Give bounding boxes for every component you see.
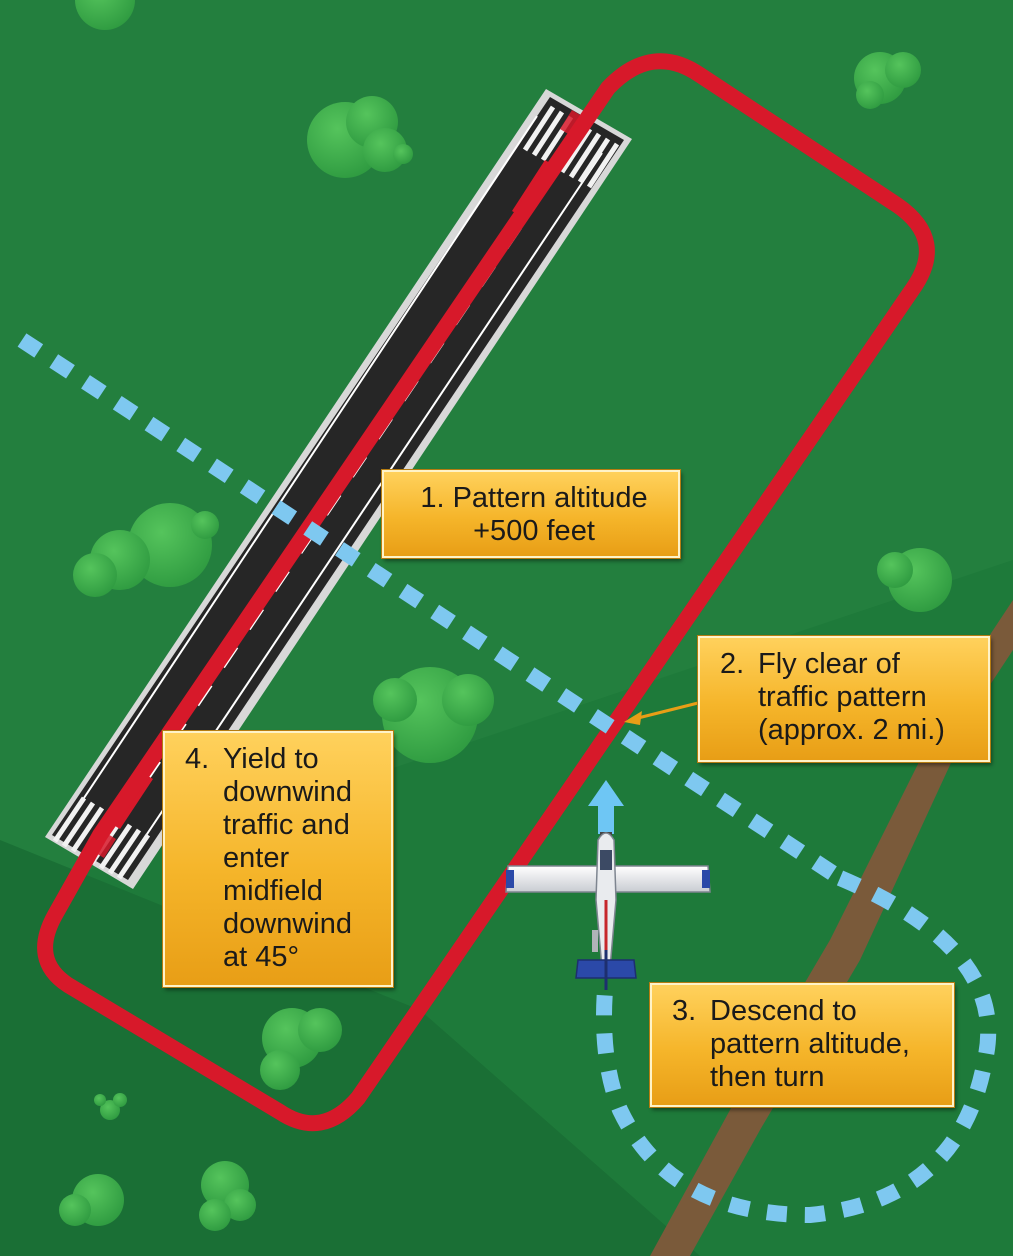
- callout-step-4-number: 4.: [185, 743, 210, 775]
- callout-step-4-line-4: enter: [223, 842, 290, 874]
- callout-step-4-line-3: traffic and: [223, 809, 350, 841]
- tree: [260, 1008, 342, 1090]
- runway-edge-left: [67, 115, 538, 823]
- traffic-pattern-path: [37, 53, 935, 1132]
- tree: [94, 1093, 127, 1120]
- approach-path: [17, 333, 997, 1224]
- tree: [75, 0, 135, 30]
- callout-step-2-line-2: traffic pattern: [758, 681, 927, 713]
- tree: [307, 96, 413, 178]
- callout-step-4-line-2: downwind: [223, 776, 352, 808]
- callout-step-3-line-2: pattern altitude,: [710, 1028, 910, 1060]
- callout-step-4: 4. Yield to downwind traffic and enter m…: [163, 731, 393, 987]
- tree: [73, 503, 219, 597]
- callout-step-2: 2. Fly clear of traffic pattern (approx.…: [698, 636, 990, 762]
- callout-step-1-line-2: +500 feet: [473, 515, 595, 547]
- tree: [199, 1161, 256, 1231]
- high-wing-airplane-icon: [505, 832, 711, 990]
- callout-step-1-number: 1.: [420, 482, 445, 514]
- callout-step-4-line-1: Yield to: [223, 743, 319, 775]
- callout-step-3-number: 3.: [672, 995, 697, 1027]
- tree: [59, 1174, 124, 1226]
- tree: [877, 548, 952, 612]
- arrow-up-icon: [588, 780, 624, 834]
- callout-step-4-line-7: at 45°: [223, 941, 300, 973]
- callout-step-2-line-1: Fly clear of: [758, 648, 900, 680]
- callout-step-3-line-3: then turn: [710, 1061, 825, 1093]
- callout-step-4-line-6: downwind: [223, 908, 352, 940]
- callout-step-3: 3. Descend to pattern altitude, then tur…: [650, 983, 954, 1107]
- callout-step-4-line-5: midfield: [223, 875, 323, 907]
- tree: [854, 52, 921, 109]
- callout-2-leader: [624, 700, 703, 725]
- callout-step-2-line-3: (approx. 2 mi.): [758, 714, 945, 746]
- tree: [373, 667, 494, 763]
- callout-step-2-number: 2.: [720, 648, 745, 680]
- callout-step-3-line-1: Descend to: [710, 995, 857, 1027]
- callout-step-1: 1. Pattern altitude +500 feet: [382, 470, 680, 558]
- callout-step-1-line-1: Pattern altitude: [452, 482, 648, 514]
- trees: [59, 0, 952, 1231]
